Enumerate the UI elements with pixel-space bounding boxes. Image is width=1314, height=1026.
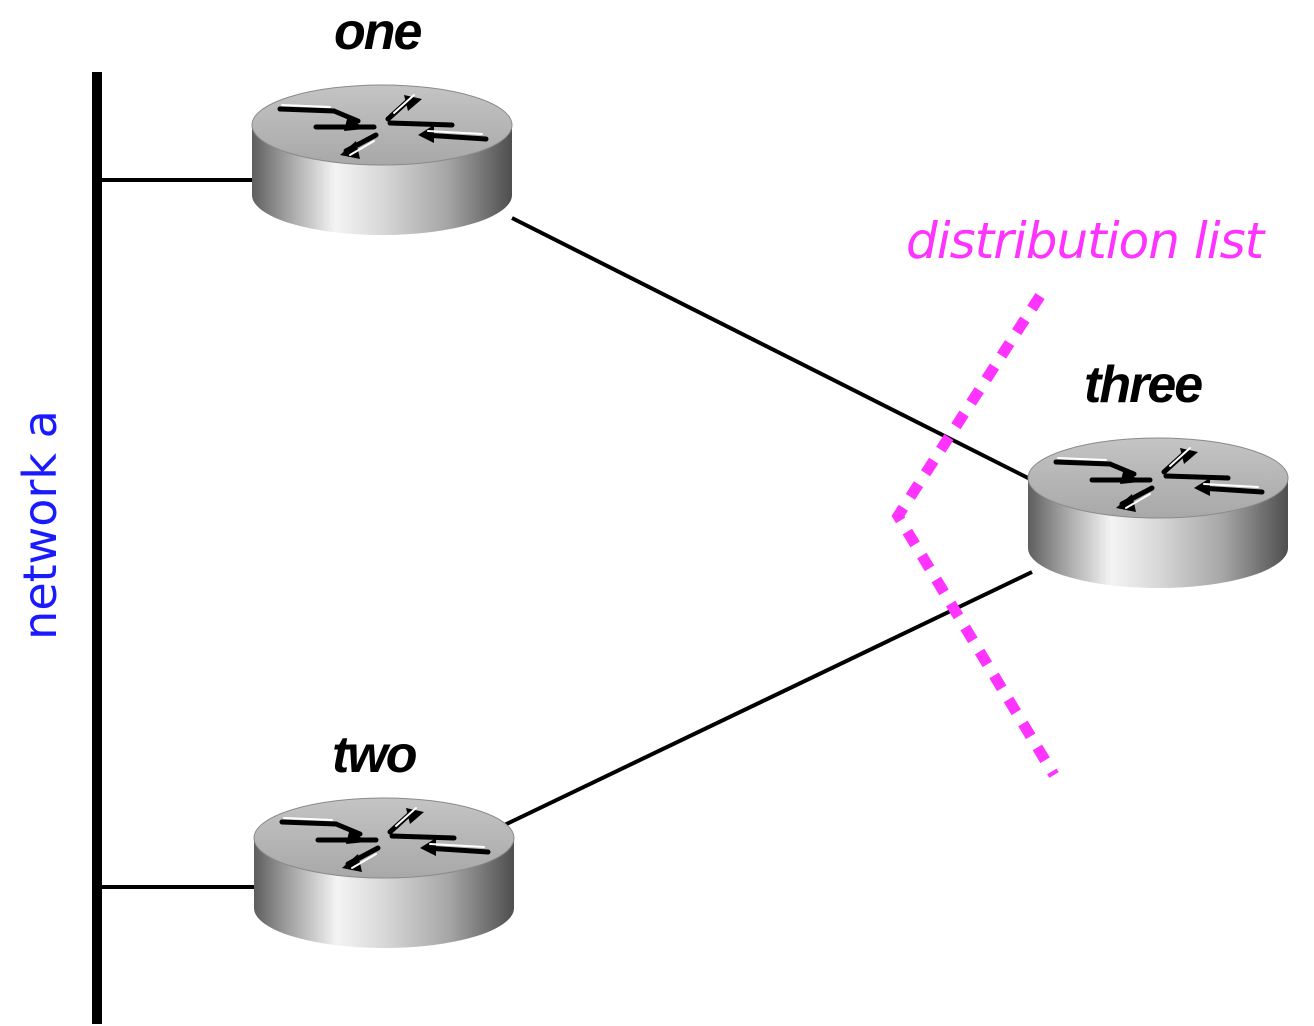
network-label: network a: [13, 410, 67, 640]
router-label-one: one: [334, 3, 422, 61]
distribution-list-label: distribution list: [906, 212, 1264, 270]
router-icon: [254, 798, 514, 948]
router-label-three: three: [1084, 356, 1203, 414]
router-label-two: two: [332, 726, 418, 784]
router-one: [252, 85, 512, 235]
router-three: [1028, 438, 1288, 588]
router-two: [254, 798, 514, 948]
router-icon: [1028, 438, 1288, 588]
router-icon: [252, 85, 512, 235]
link-two-three: [493, 570, 1033, 832]
distribution-list-filter-line: [891, 293, 1059, 778]
